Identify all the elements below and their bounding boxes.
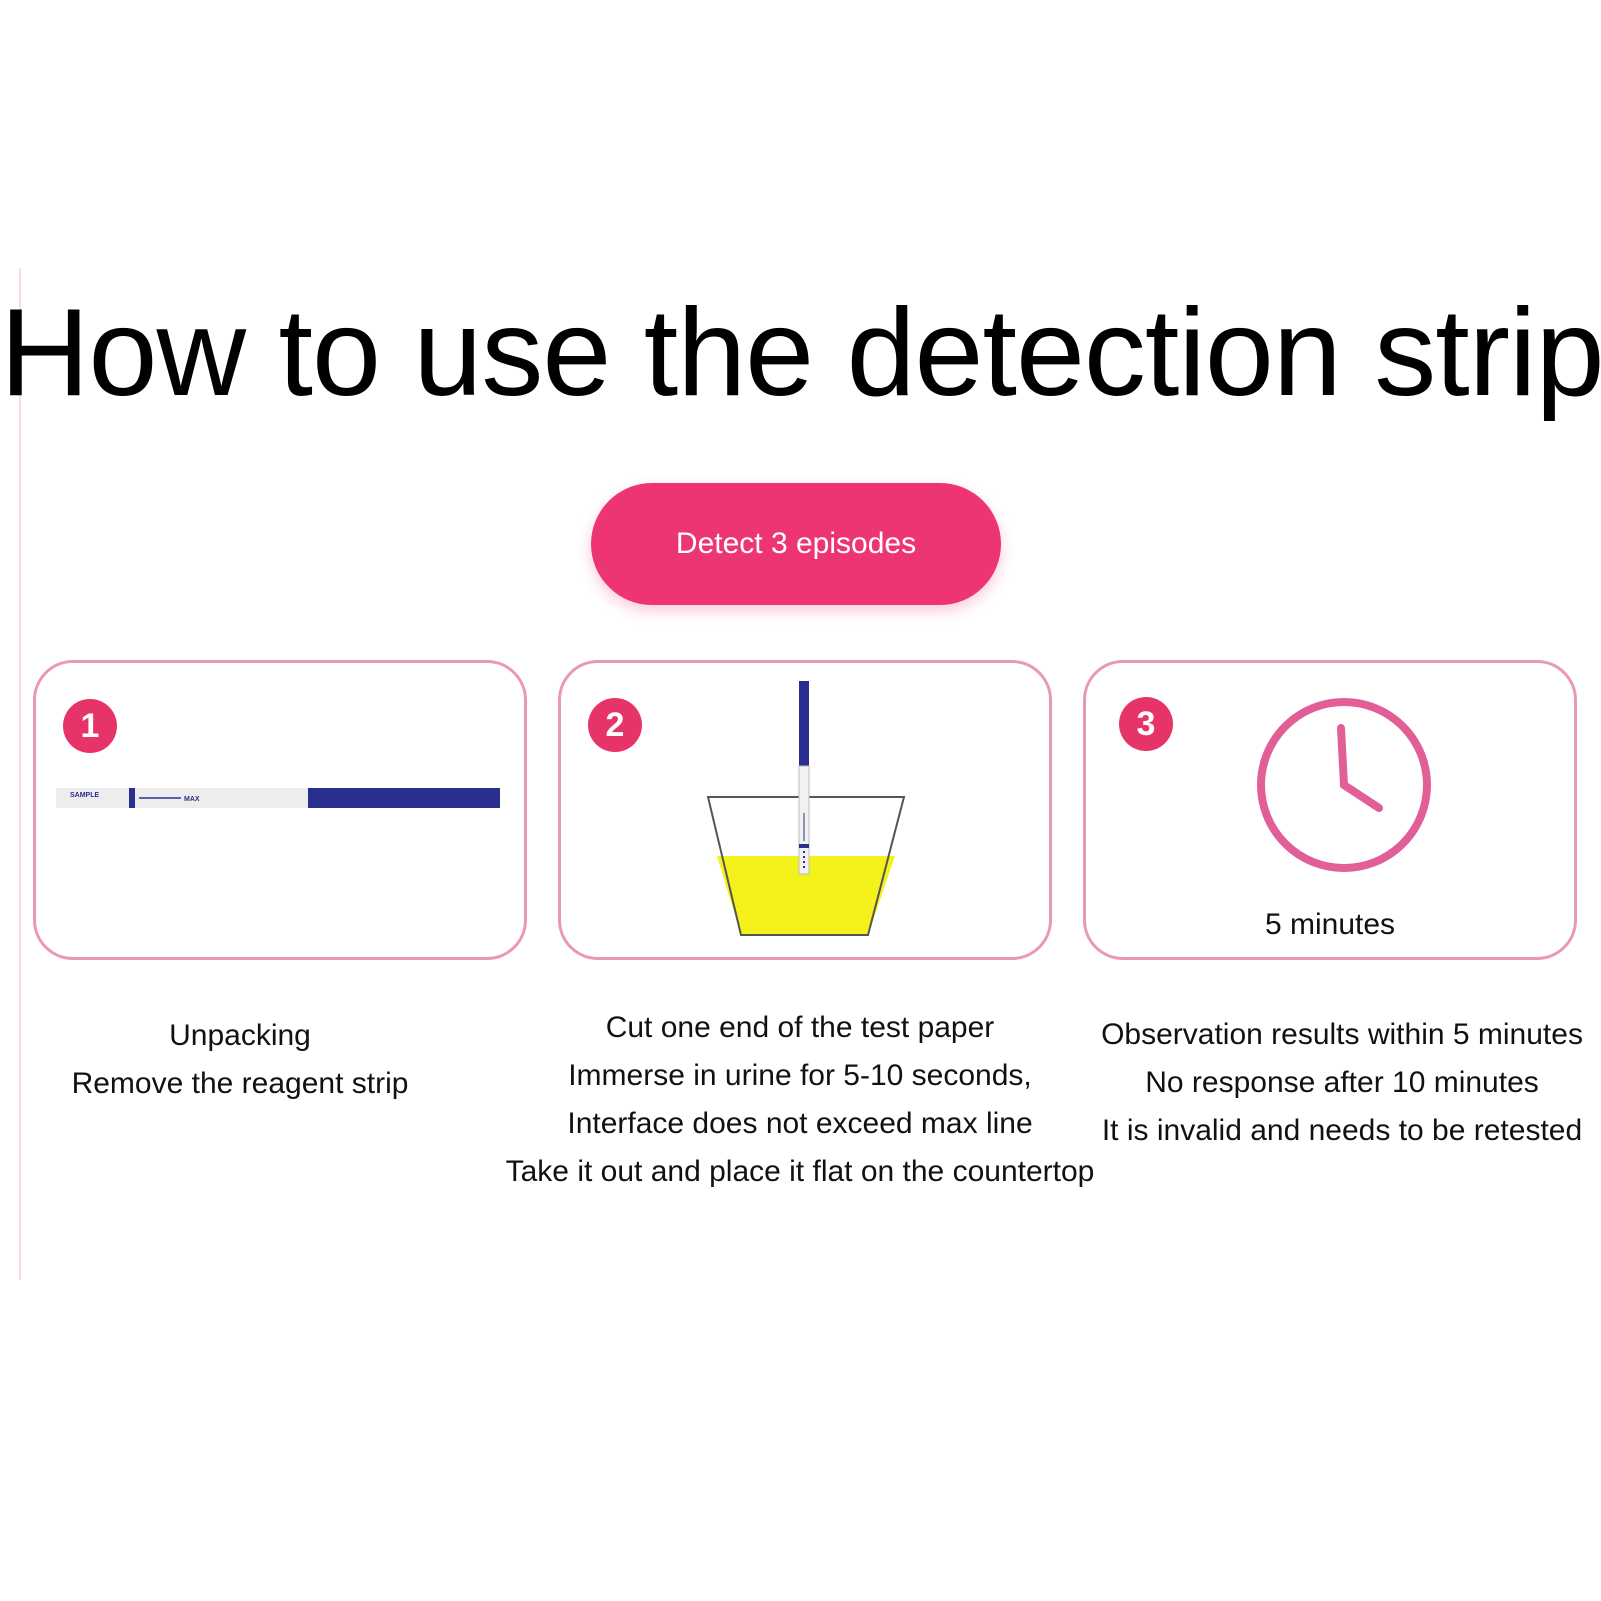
urine-fill <box>717 856 895 935</box>
detect-episodes-badge: Detect 3 episodes <box>591 483 1001 605</box>
test-strip-illustration: SAMPLE MAX <box>56 788 500 808</box>
strip-sample-text: SAMPLE <box>70 792 100 799</box>
dip-strip-marker <box>799 844 809 848</box>
strip-handle <box>308 788 500 808</box>
page-title: How to use the detection strip <box>0 284 1601 422</box>
step-2-caption-line: Take it out and place it flat on the cou… <box>505 1155 1095 1188</box>
step-3-card: 3 5 minutes <box>1083 660 1577 960</box>
step-2-number: 2 <box>588 698 642 752</box>
detect-episodes-label: Detect 3 episodes <box>675 527 917 560</box>
left-divider <box>19 268 21 1280</box>
clock-face <box>1257 698 1431 872</box>
clock-minute-hand <box>1340 781 1383 812</box>
step-1-number: 1 <box>63 699 117 753</box>
dip-strip-handle <box>799 681 809 766</box>
clock-hour-hand <box>1337 724 1348 789</box>
step-3-caption-line: Observation results within 5 minutes <box>1101 1018 1583 1051</box>
step-2-card: 2 <box>558 660 1052 960</box>
urine-cup-illustration <box>706 681 906 936</box>
strip-sample-marker <box>129 788 135 808</box>
cup-outline <box>706 796 906 936</box>
strip-max-text: MAX <box>184 796 200 803</box>
step-3-caption-line: It is invalid and needs to be retested <box>1101 1114 1583 1147</box>
step-3-caption-line: No response after 10 minutes <box>1145 1066 1539 1099</box>
step-1-caption-line: Remove the reagent strip <box>71 1067 409 1100</box>
step-3-caption: Observation results within 5 minutes No … <box>1092 1011 1592 1155</box>
step-3-number: 3 <box>1119 697 1173 751</box>
step-1-card: 1 SAMPLE MAX <box>33 660 527 960</box>
step-2-caption: Cut one end of the test paper Immerse in… <box>480 1004 1120 1196</box>
step-2-caption-line: Immerse in urine for 5-10 seconds, <box>568 1059 1032 1092</box>
step-1-caption-line: Unpacking <box>169 1019 311 1052</box>
timer-label: 5 minutes <box>1264 908 1396 941</box>
step-2-caption-line: Cut one end of the test paper <box>605 1011 995 1044</box>
step-1-caption: Unpacking Remove the reagent strip <box>40 1012 440 1108</box>
step-2-caption-line: Interface does not exceed max line <box>567 1107 1033 1140</box>
clock-icon <box>1257 698 1431 872</box>
